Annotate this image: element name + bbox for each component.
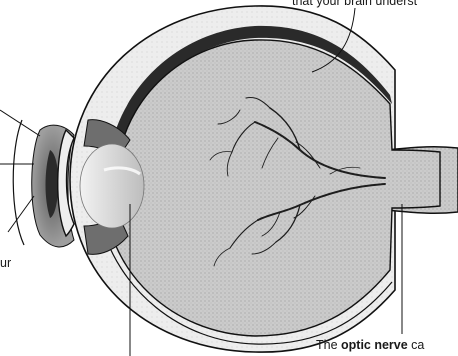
caption-suffix: ca <box>408 338 425 352</box>
left-label-fragment: ur <box>0 256 11 270</box>
top-right-label: that your brain underst <box>292 0 417 8</box>
lens <box>80 144 144 228</box>
caption-term-optic-nerve: optic nerve <box>341 338 408 352</box>
caption-prefix: The <box>316 338 341 352</box>
optic-nerve-caption: The optic nerve ca <box>316 338 424 352</box>
cornea-outer <box>13 120 24 245</box>
